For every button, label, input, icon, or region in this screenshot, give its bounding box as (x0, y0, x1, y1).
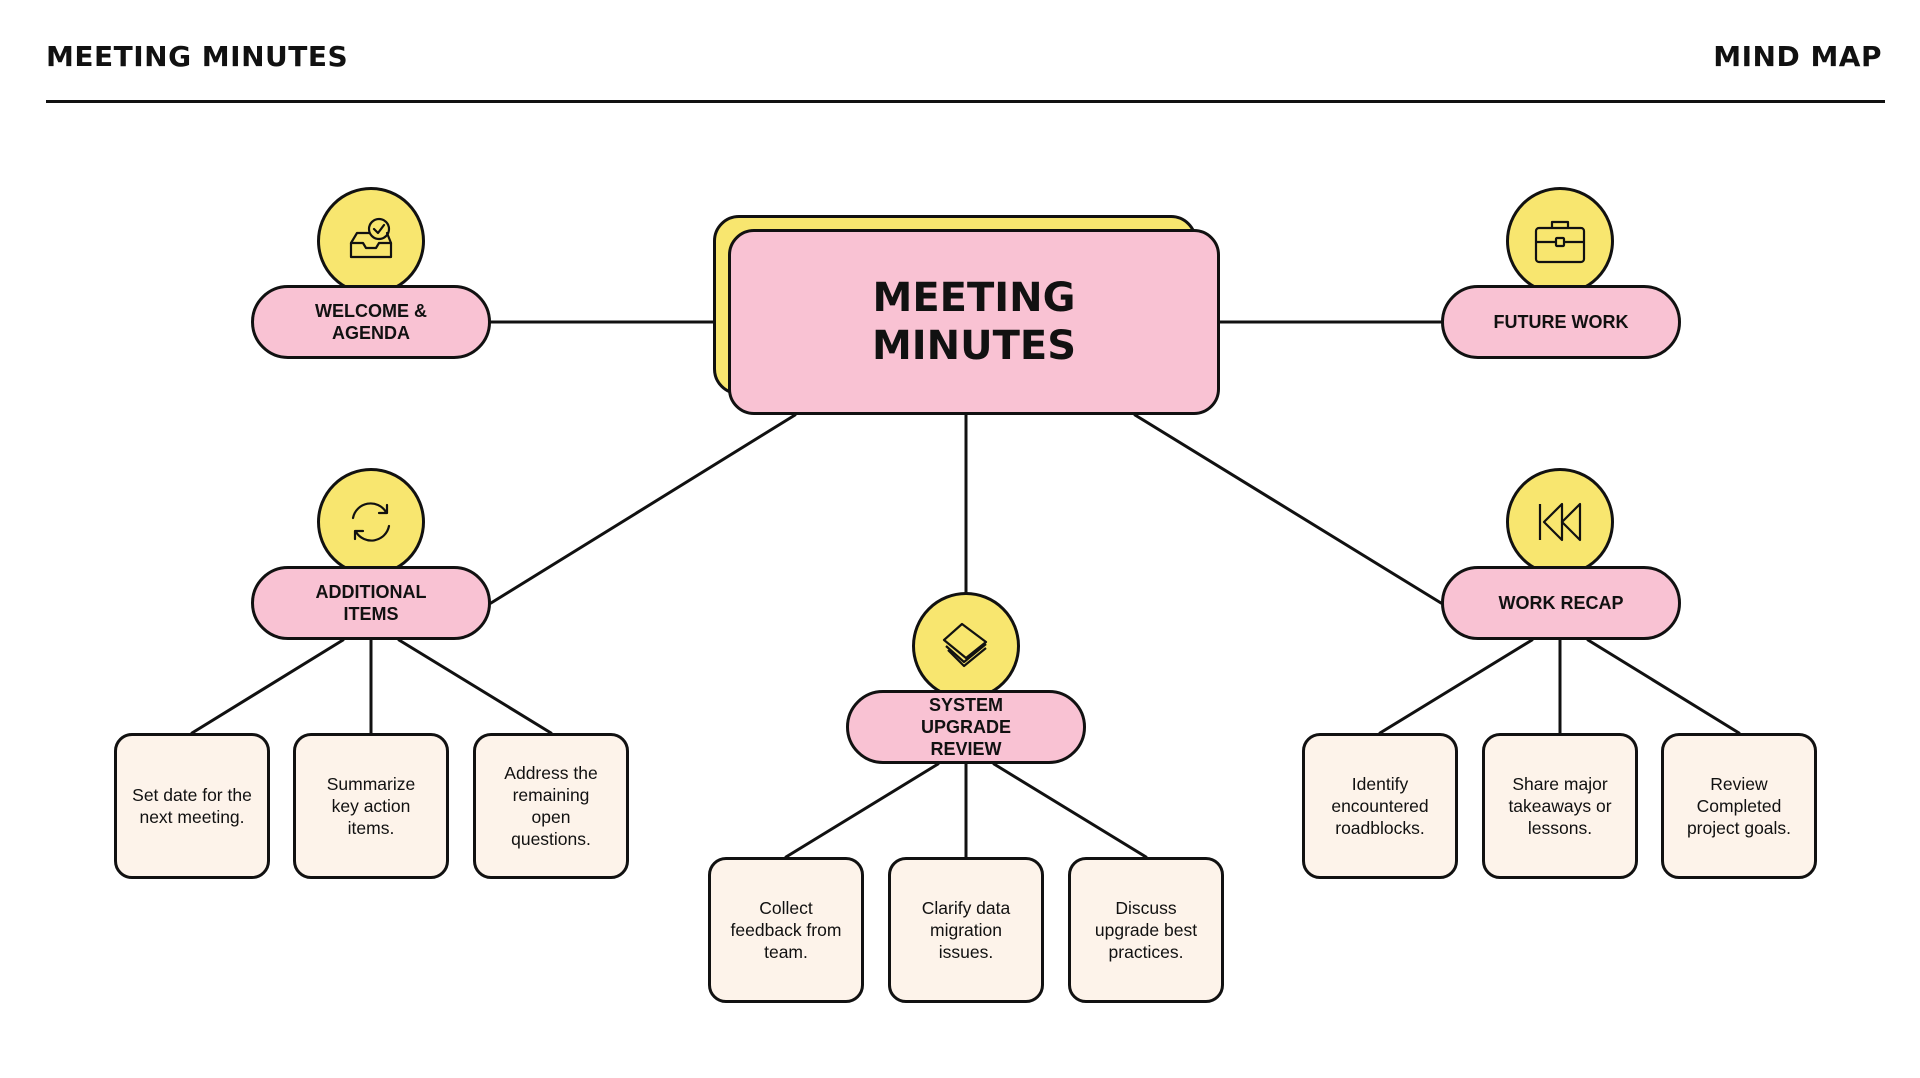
leaf-additional-1[interactable]: Set date for the next meeting. (114, 733, 270, 879)
central-node[interactable]: MEETING MINUTES (728, 229, 1220, 415)
topic-system-upgrade-review-label: SYSTEM UPGRADE REVIEW (920, 695, 1011, 759)
rewind-icon (1538, 502, 1582, 542)
central-node-label: MEETING MINUTES (871, 275, 1077, 369)
topic-work-recap[interactable]: WORK RECAP (1441, 566, 1681, 640)
header-title-right: MIND MAP (1713, 40, 1882, 73)
refresh-icon (351, 502, 391, 542)
header-title-left: MEETING MINUTES (46, 40, 349, 73)
topic-additional-items[interactable]: ADDITIONAL ITEMS (251, 566, 491, 640)
leaf-text: Discuss upgrade best practices. (1094, 898, 1198, 962)
link-system-leaf-3 (992, 762, 1148, 859)
leaf-system-2[interactable]: Clarify data migration issues. (888, 857, 1044, 1003)
link-recap-leaf-3 (1586, 638, 1741, 735)
recap-icon-circle (1506, 468, 1614, 576)
briefcase-icon (1534, 220, 1586, 264)
topic-welcome-agenda-label: WELCOME & AGENDA (315, 301, 427, 343)
leaf-system-3[interactable]: Discuss upgrade best practices. (1068, 857, 1224, 1003)
leaf-recap-1[interactable]: Identify encountered roadblocks. (1302, 733, 1458, 879)
leaf-additional-3[interactable]: Address the remaining open questions. (473, 733, 629, 879)
leaf-text: Identify encountered roadblocks. (1331, 774, 1429, 838)
leaf-text: Collect feedback from team. (730, 898, 842, 962)
leaf-text: Set date for the next meeting. (132, 785, 252, 827)
topic-work-recap-label: WORK RECAP (1498, 593, 1624, 613)
leaf-text: Address the remaining open questions. (504, 763, 598, 849)
topic-future-work-label: FUTURE WORK (1493, 312, 1629, 332)
leaf-recap-2[interactable]: Share major takeaways or lessons. (1482, 733, 1638, 879)
link-additional-leaf-3 (397, 638, 553, 735)
header-divider (46, 100, 1885, 103)
inbox-check-icon (349, 217, 393, 259)
link-central-additional (489, 413, 797, 605)
leaf-recap-3[interactable]: Review Completed project goals. (1661, 733, 1817, 879)
stacked-papers-icon (942, 622, 988, 668)
link-recap-leaf-1 (1378, 638, 1534, 735)
system-icon-circle (912, 592, 1020, 700)
link-system-leaf-1 (784, 762, 940, 859)
leaf-additional-2[interactable]: Summarize key action items. (293, 733, 449, 879)
link-additional-leaf-1 (190, 638, 345, 735)
link-central-recap (1133, 413, 1443, 605)
leaf-text: Summarize key action items. (326, 774, 416, 838)
leaf-text: Clarify data migration issues. (921, 898, 1011, 962)
topic-system-upgrade-review[interactable]: SYSTEM UPGRADE REVIEW (846, 690, 1086, 764)
welcome-icon-circle (317, 187, 425, 295)
leaf-text: Share major takeaways or lessons. (1508, 774, 1612, 838)
topic-future-work[interactable]: FUTURE WORK (1441, 285, 1681, 359)
leaf-text: Review Completed project goals. (1686, 774, 1792, 838)
future-icon-circle (1506, 187, 1614, 295)
topic-additional-items-label: ADDITIONAL ITEMS (315, 582, 427, 624)
leaf-system-1[interactable]: Collect feedback from team. (708, 857, 864, 1003)
topic-welcome-agenda[interactable]: WELCOME & AGENDA (251, 285, 491, 359)
additional-icon-circle (317, 468, 425, 576)
